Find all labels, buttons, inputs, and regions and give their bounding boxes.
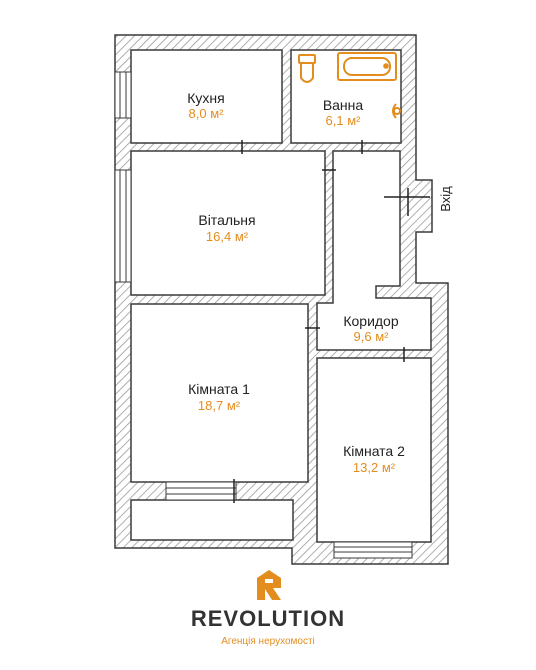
windows (114, 71, 413, 559)
room-kitchen-area: 8,0 м² (189, 106, 225, 121)
room-2 (316, 357, 432, 543)
room-1-name: Кімната 1 (188, 381, 250, 397)
entrance-label: Вхід (438, 186, 453, 212)
room-kitchen-name: Кухня (187, 90, 224, 106)
room-bath-name: Ванна (323, 97, 364, 113)
room-kitchen (130, 49, 283, 144)
room-bath-area: 6,1 м² (326, 113, 362, 128)
brand-tagline: Агенція нерухомості (221, 636, 315, 647)
room-1 (130, 303, 309, 483)
bathtub-icon (337, 52, 397, 81)
room-living-name: Вітальня (198, 212, 255, 228)
brand-name: REVOLUTION (190, 606, 346, 631)
toilet-icon (298, 54, 316, 83)
room-living (130, 150, 326, 296)
room-living-area: 16,4 м² (206, 229, 249, 244)
room-corridor (316, 150, 432, 351)
room-2-area: 13,2 м² (353, 460, 396, 475)
balcony (130, 499, 294, 541)
sink-icon (392, 103, 401, 119)
room-corridor-area: 9,6 м² (354, 329, 390, 344)
room-corridor-name: Коридор (343, 313, 399, 329)
room-1-area: 18,7 м² (198, 398, 241, 413)
revolution-logo-icon (257, 570, 281, 600)
room-2-name: Кімната 2 (343, 443, 405, 459)
room-bath (290, 49, 402, 144)
doors (233, 140, 430, 503)
